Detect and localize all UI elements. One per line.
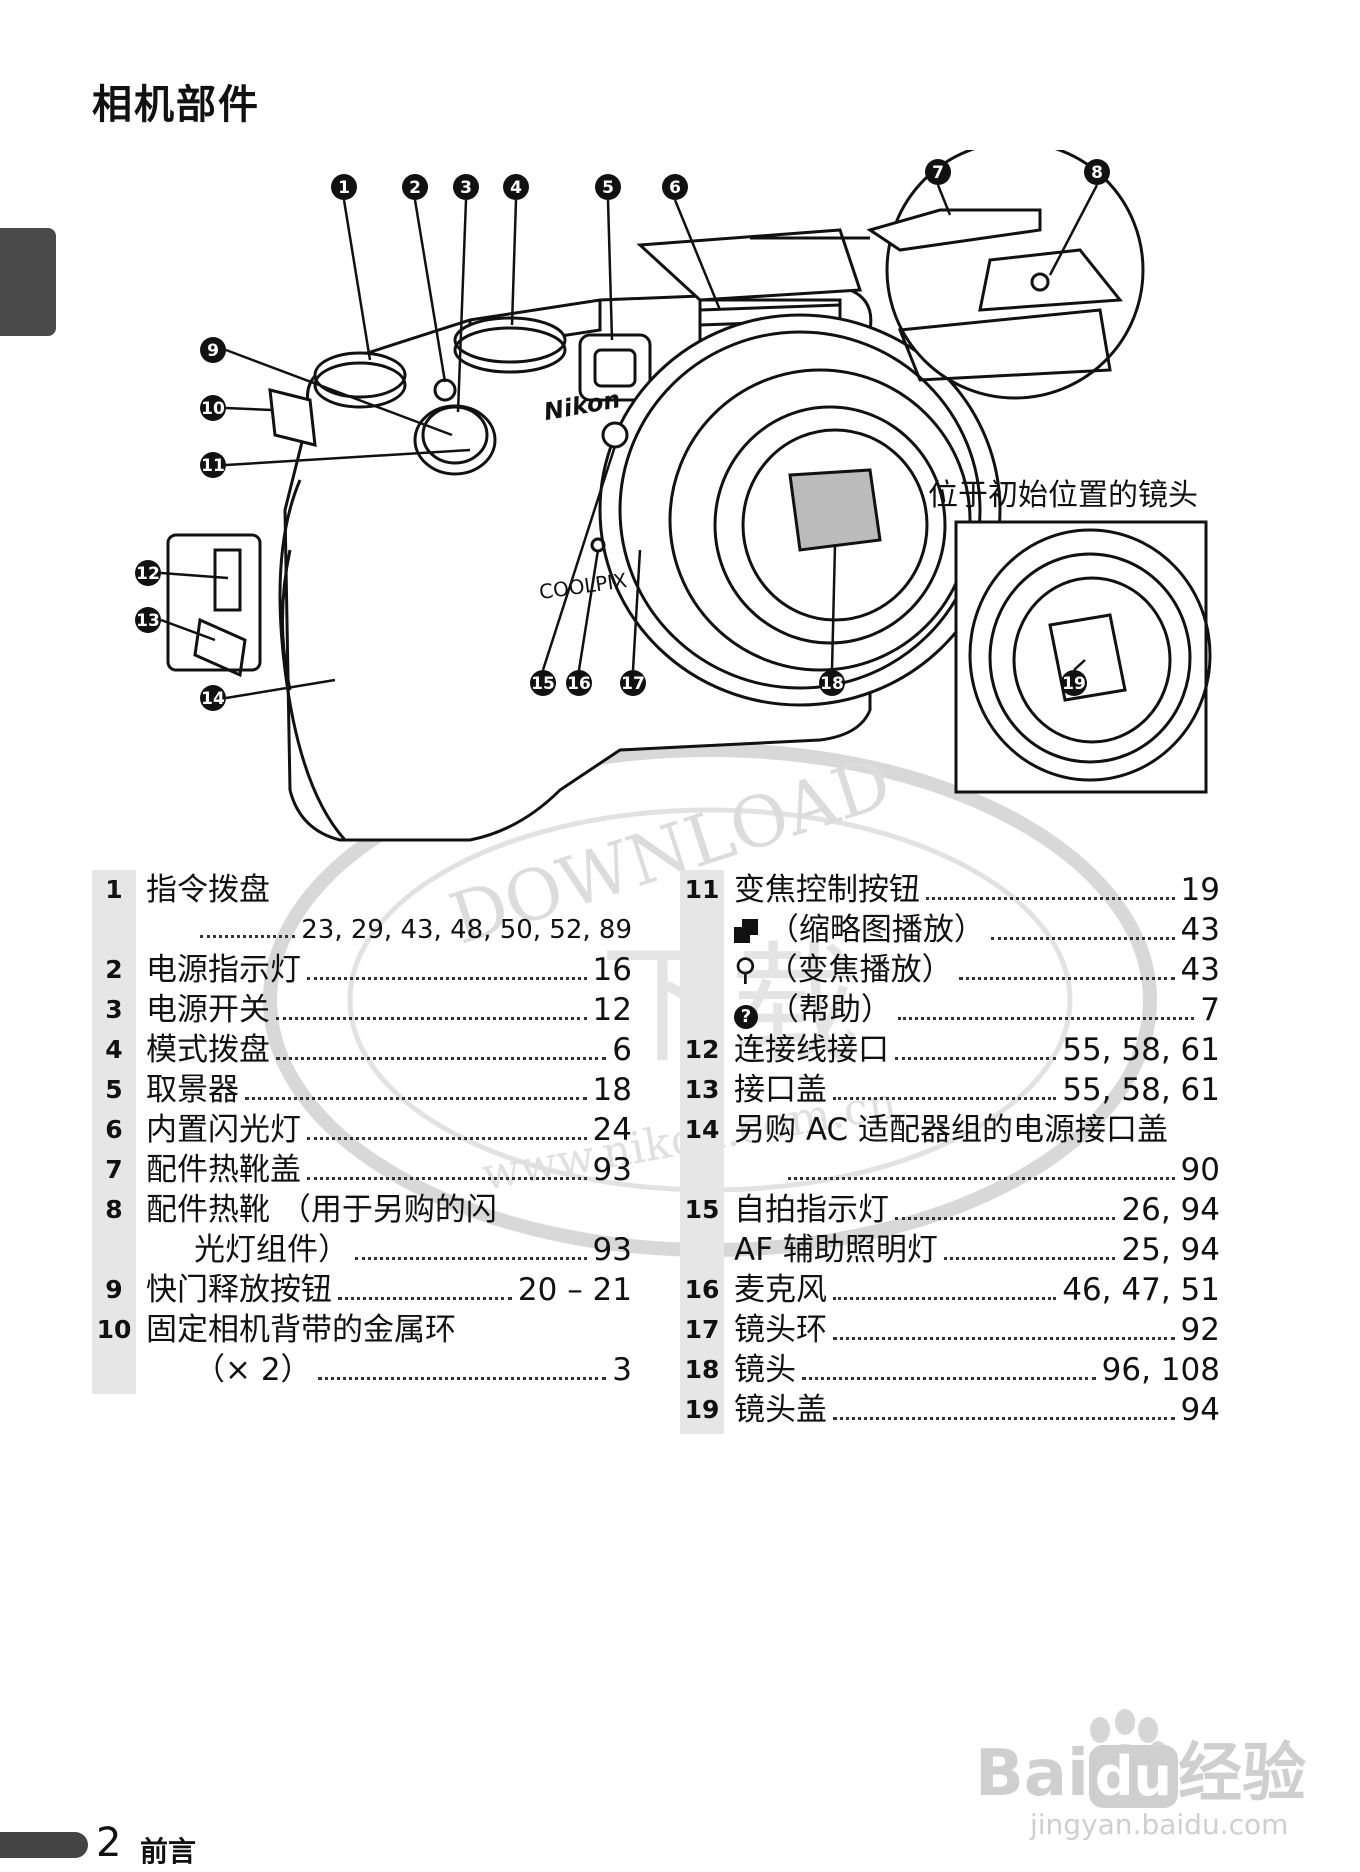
callout-6: 6: [662, 174, 688, 200]
footer-bar: [0, 1832, 88, 1858]
callout-10: 10: [200, 395, 226, 421]
svg-text:15: 15: [531, 674, 555, 694]
svg-text:1: 1: [338, 178, 350, 198]
svg-text:13: 13: [136, 611, 160, 631]
svg-text:10: 10: [201, 399, 225, 419]
baidu-url: jingyan.baidu.com: [1030, 1808, 1289, 1841]
callout-13: 13: [135, 607, 161, 633]
svg-text:4: 4: [510, 178, 522, 198]
list-item-14: 14 另购 AC 适配器组的电源接口盖 90: [684, 1112, 1220, 1188]
callout-5: 5: [595, 174, 621, 200]
section-tab: [0, 228, 56, 336]
callout-1: 1: [331, 174, 357, 200]
svg-text:16: 16: [567, 674, 591, 694]
page-number: 2: [96, 1820, 122, 1866]
callout-17: 17: [620, 670, 646, 696]
help-icon: ?: [734, 1005, 758, 1029]
callout-16: 16: [566, 670, 592, 696]
callout-11: 11: [200, 452, 226, 478]
callout-14: 14: [200, 685, 226, 711]
number-strip: [680, 870, 724, 1434]
callout-12: 12: [135, 560, 161, 586]
inset-caption: 位于初始位置的镜头: [928, 478, 1198, 513]
svg-text:5: 5: [602, 178, 614, 198]
callout-18: 18: [819, 670, 845, 696]
svg-text:8: 8: [1091, 163, 1103, 183]
svg-text:14: 14: [201, 689, 225, 709]
svg-text:2: 2: [409, 178, 421, 198]
callout-9: 9: [200, 337, 226, 363]
svg-text:9: 9: [207, 341, 219, 361]
callout-19: 19: [1061, 670, 1087, 696]
thumbnail-icon: [734, 919, 758, 943]
svg-text:6: 6: [669, 178, 681, 198]
svg-text:19: 19: [1062, 674, 1086, 694]
svg-text:17: 17: [621, 674, 645, 694]
number-strip: [92, 870, 136, 1394]
callout-2: 2: [402, 174, 428, 200]
zoom-icon: ⚲: [734, 952, 757, 988]
page-title: 相机部件: [92, 82, 260, 128]
section-label: 前言: [140, 1835, 197, 1868]
callout-15: 15: [530, 670, 556, 696]
svg-text:12: 12: [136, 564, 160, 584]
svg-text:18: 18: [820, 674, 844, 694]
svg-text:7: 7: [932, 163, 944, 183]
callout-8: 8: [1084, 159, 1110, 185]
svg-text:11: 11: [201, 456, 225, 476]
parts-list-left: 1 指令拨盘 23, 29, 43, 48, 50, 52, 89 2 电源指示…: [92, 870, 632, 1394]
list-item-1: 1 指令拨盘 23, 29, 43, 48, 50, 52, 89: [105, 872, 632, 945]
callout-4: 4: [503, 174, 529, 200]
list-item-8: 8 配件热靴 （用于另购的闪 光灯组件）93: [105, 1192, 632, 1268]
camera-diagram: Nikon COOLPIX 1 2 3 4 5 6 7 8 9 10 11 12…: [135, 150, 1212, 842]
svg-text:3: 3: [460, 178, 472, 198]
callout-3: 3: [453, 174, 479, 200]
list-item-10: 10 固定相机背带的金属环 （× 2）3: [96, 1312, 632, 1388]
callout-7: 7: [925, 159, 951, 185]
